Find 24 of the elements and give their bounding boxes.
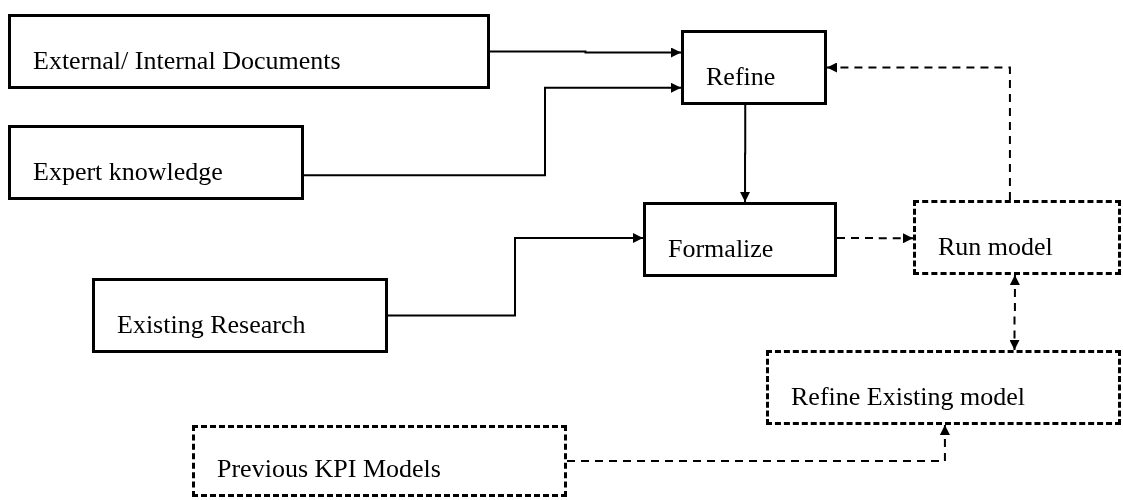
box-label: Run model [937, 234, 1053, 263]
process-box [92, 278, 388, 353]
process-box [8, 14, 490, 89]
arrow [387, 233, 644, 317]
process-box [913, 200, 1121, 275]
arrow [1009, 274, 1020, 351]
box-label: Refine Existing model [790, 384, 1025, 413]
process-box [8, 125, 304, 200]
box-label: Formalize [667, 236, 774, 265]
process-box [681, 30, 827, 105]
box-label: Existing Research [116, 312, 306, 341]
process-box [643, 202, 837, 277]
arrow [566, 424, 950, 462]
process-box [192, 425, 567, 497]
box-label: External/ Internal Documents [32, 48, 341, 77]
arrow [740, 104, 751, 203]
arrow [303, 82, 682, 177]
arrow [826, 62, 1011, 201]
box-label: Refine [705, 64, 776, 93]
box-label: Expert knowledge [32, 159, 223, 188]
arrow [489, 47, 682, 58]
process-box [766, 350, 1121, 425]
box-label: Previous KPI Models [216, 456, 441, 485]
arrow [836, 233, 914, 244]
